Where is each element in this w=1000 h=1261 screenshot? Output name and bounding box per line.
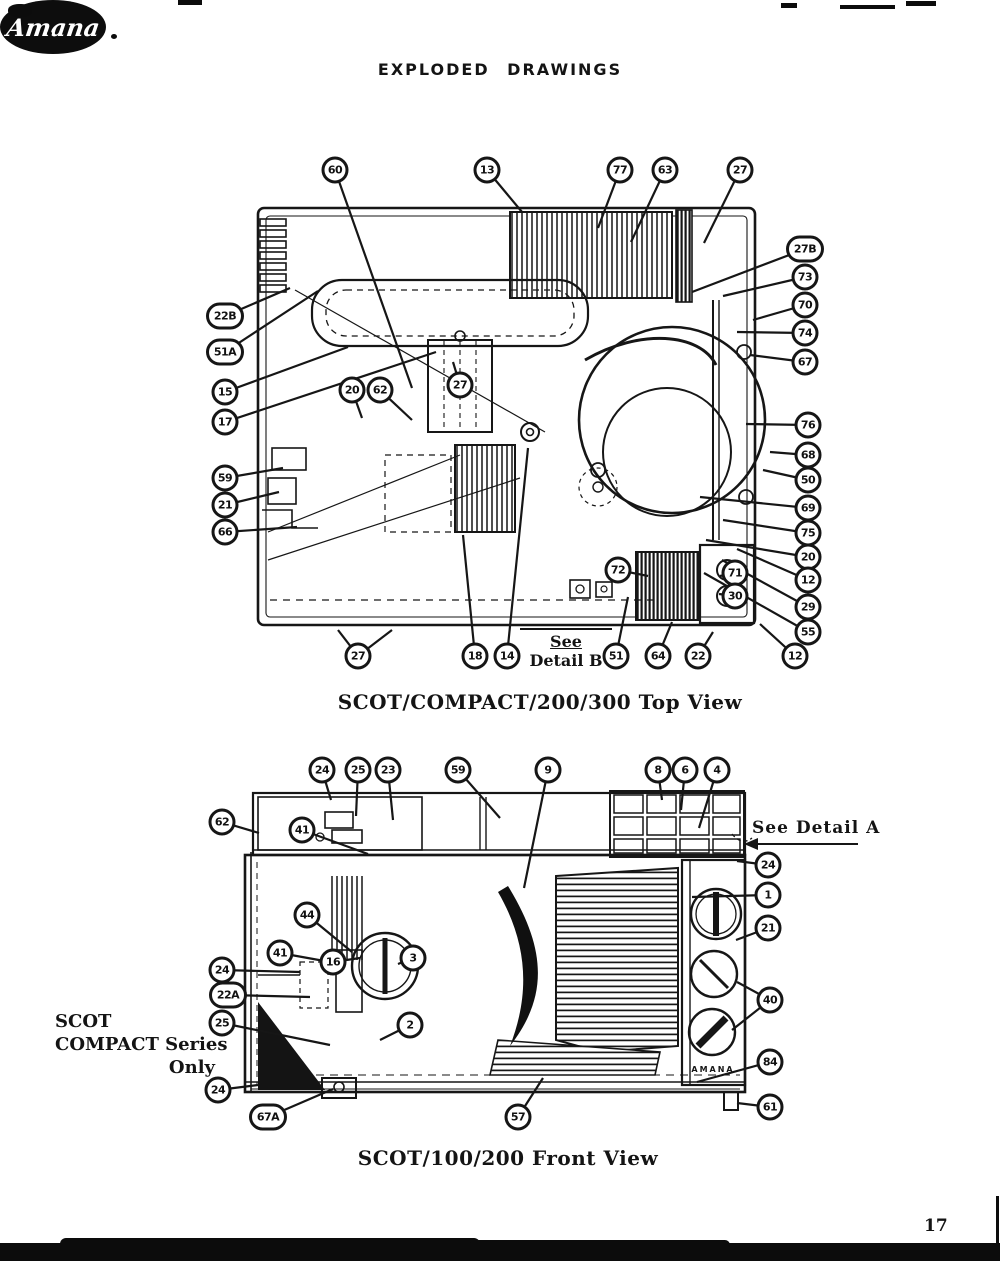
front-view-callout-41: 41 [288,816,316,844]
top-view-callout-22B: 22B [206,302,244,330]
front-view-callout-57: 57 [504,1103,532,1131]
front-view-callout-24: 24 [308,756,336,784]
see-detail-b-line1: See [550,632,582,651]
front-view-callout-6: 6 [671,756,699,784]
front-view-callout-41: 41 [266,939,294,967]
top-view-callout-77: 77 [606,156,634,184]
top-view-callout-29: 29 [794,593,822,621]
front-view-callout-22A: 22A [209,981,247,1009]
top-view-callout-15: 15 [211,378,239,406]
top-view-callout-22: 22 [684,642,712,670]
front-view-callout-84: 84 [756,1048,784,1076]
top-view-callout-66: 66 [211,518,239,546]
front-view-callout-59: 59 [444,756,472,784]
front-view-callout-67A: 67A [249,1103,287,1131]
see-detail-b-line2: Detail B [529,651,603,670]
scan-mark [996,1196,999,1246]
top-view-callout-68: 68 [794,441,822,469]
top-view-callout-20: 20 [338,376,366,404]
top-view-caption: SCOT/COMPACT/200/300 Top View [337,690,743,714]
compact-series-note-line2: COMPACT Series [55,1034,228,1055]
top-view-callout-69: 69 [794,494,822,522]
top-view-callout-27: 27 [726,156,754,184]
top-view-callout-67: 67 [791,348,819,376]
front-view-callout-1: 1 [754,881,782,909]
panel-brand-text: AMANA [691,1065,734,1074]
scan-bottom-band [60,1238,480,1248]
scan-bottom-band [470,1240,730,1248]
top-view-callout-30: 30 [721,582,749,610]
scan-mark [178,0,202,5]
top-view-callout-70: 70 [791,291,819,319]
top-view-callout-21: 21 [211,491,239,519]
front-view-callout-25: 25 [344,756,372,784]
top-view-callout-13: 13 [473,156,501,184]
top-view-callout-27: 27 [446,371,474,399]
top-view-callout-63: 63 [651,156,679,184]
front-view-callout-8: 8 [644,756,672,784]
front-view-caption: SCOT/100/200 Front View [357,1146,659,1170]
front-view-callout-24: 24 [204,1076,232,1104]
top-view-callout-12: 12 [794,566,822,594]
top-view-callout-75: 75 [794,519,822,547]
scan-mark [906,1,936,6]
front-view-callout-23: 23 [374,756,402,784]
front-view-callout-9: 9 [534,756,562,784]
top-view-callout-17: 17 [211,408,239,436]
front-view-callout-62: 62 [208,808,236,836]
top-view-callout-72: 72 [604,556,632,584]
top-view-callout-60: 60 [321,156,349,184]
top-view-callout-64: 64 [644,642,672,670]
scan-mark [47,31,52,36]
compact-series-note: SCOT COMPACT Series Only [55,1010,237,1079]
page-title: EXPLODED DRAWINGS [377,60,623,79]
top-view-callout-12: 12 [781,642,809,670]
top-view-callout-59: 59 [211,464,239,492]
top-view-callout-27: 27 [344,642,372,670]
top-view-callout-18: 18 [461,642,489,670]
front-view-callout-40: 40 [756,986,784,1014]
top-view-callout-73: 73 [791,263,819,291]
front-view-drawing: AMANA [243,790,858,1111]
see-detail-a-note: See Detail A [752,818,881,838]
top-view-callout-27B: 27B [786,235,824,263]
front-view-callout-44: 44 [293,901,321,929]
top-view-drawing [256,206,767,627]
top-view-callout-76: 76 [794,411,822,439]
compact-series-note-line3: Only [168,1057,215,1078]
front-view-callout-4: 4 [703,756,731,784]
front-view-callout-16: 16 [319,948,347,976]
top-view-callout-14: 14 [493,642,521,670]
scan-mark [840,5,895,9]
compact-series-note-line1: SCOT [55,1011,112,1032]
scan-mark [8,4,32,17]
top-view-callout-50: 50 [794,466,822,494]
front-view-callout-24: 24 [754,851,782,879]
top-view-callout-74: 74 [791,319,819,347]
front-view-callout-24: 24 [208,956,236,984]
top-view-callout-62: 62 [366,376,394,404]
front-view-callout-25: 25 [208,1009,236,1037]
top-view-callout-51A: 51A [206,338,244,366]
top-view-callout-51: 51 [602,642,630,670]
front-view-callout-2: 2 [396,1011,424,1039]
see-detail-b-note: See Detail B [520,628,612,670]
scan-mark [781,3,797,8]
front-view-callout-3: 3 [399,944,427,972]
page-number: 17 [924,1216,948,1236]
front-view-callout-21: 21 [754,914,782,942]
scan-mark [111,34,117,39]
front-view-callout-61: 61 [756,1093,784,1121]
top-view-callout-55: 55 [794,618,822,646]
